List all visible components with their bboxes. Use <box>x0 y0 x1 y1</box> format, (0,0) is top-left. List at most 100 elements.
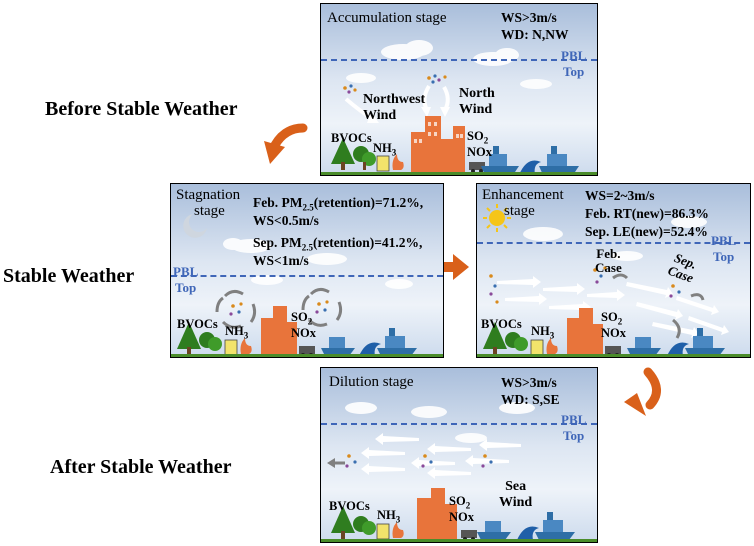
trees-icon <box>483 322 528 355</box>
ship-icon-2 <box>377 328 417 356</box>
accumulation-pbl-line <box>321 59 597 61</box>
so2-label: SO2 <box>449 494 471 511</box>
ground-line <box>171 354 443 357</box>
enhancement-scene <box>483 204 729 357</box>
curved-arrow-head-2 <box>624 393 646 416</box>
wind-arrows <box>497 276 729 338</box>
feb-case-swirl <box>612 273 629 280</box>
accumulation-wind-direction: WD: N,NW <box>501 27 569 42</box>
bvocs-label: BVOCs <box>177 317 218 331</box>
feb-case-label: Feb.Case <box>595 246 622 275</box>
stagnation-sep-retention: Sep. PM2.5(retention)=41.2%, <box>253 235 423 253</box>
bvocs-label: BVOCs <box>331 131 372 145</box>
ground-line <box>477 354 750 357</box>
so2-label: SO2 <box>291 310 313 327</box>
buildings-icon <box>567 308 603 356</box>
particles-icon <box>343 74 447 94</box>
nh3-label: NH3 <box>531 324 555 341</box>
fire-icon <box>392 154 404 170</box>
before-stable-weather-label: Before Stable Weather <box>45 98 238 120</box>
stagnation-sep-wind-speed: WS<1m/s <box>253 253 309 268</box>
dilution-stage-title: Dilution stage <box>329 374 414 390</box>
accumulation-scene <box>331 40 579 175</box>
dilution-wind-speed: WS>3m/s <box>501 375 557 390</box>
ground-line <box>321 172 597 175</box>
north-wind-arrow-2 <box>442 85 450 111</box>
circulating-air-left <box>215 289 257 329</box>
so2-label: SO2 <box>601 310 623 327</box>
trees-icon <box>331 506 376 539</box>
dilution-wind-direction: WD: S,SE <box>501 392 560 407</box>
after-stable-weather-label: After Stable Weather <box>50 456 232 478</box>
accumulation-wind-speed: WS>3m/s <box>501 10 557 25</box>
dilution-pbl-line <box>321 423 597 425</box>
trees-icon <box>331 138 376 170</box>
accumulation-stage-title: Accumulation stage <box>327 10 447 26</box>
curved-arrow-head-1 <box>264 141 285 164</box>
circulating-air-right <box>301 287 343 327</box>
cloud-icon <box>223 238 413 289</box>
wave-icon <box>667 342 689 356</box>
curved-arrow-accumulation-to-stagnation <box>270 123 308 150</box>
sun-icon <box>483 204 511 232</box>
ship-icon-2 <box>539 146 579 175</box>
wave-icon <box>519 160 541 175</box>
stagnation-feb-wind-speed: WS<0.5m/s <box>253 213 319 228</box>
cloud-icon <box>523 216 707 261</box>
ship-icon <box>477 521 511 540</box>
curved-arrow-enhancement-to-dilution <box>643 367 661 410</box>
nox-label: NOx <box>467 145 492 159</box>
particles-icon <box>229 300 329 316</box>
dilution-scene <box>327 402 575 541</box>
nh3-label: NH3 <box>225 324 249 341</box>
wave-icon <box>517 526 539 540</box>
cloud-icon <box>346 40 552 89</box>
stagnation-feb-retention: Feb. PM2.5(retention)=71.2%, <box>253 195 424 213</box>
buildings-icon <box>417 488 457 540</box>
stagnation-scene <box>177 214 417 357</box>
stable-weather-label: Stable Weather <box>3 265 135 287</box>
particles-icon <box>489 266 681 304</box>
moon-icon <box>183 214 207 238</box>
ground-line <box>321 539 597 542</box>
nox-label: NOx <box>601 326 626 340</box>
fire-icon <box>240 338 252 354</box>
bvocs-label: BVOCs <box>329 499 370 513</box>
wave-icon <box>359 342 381 356</box>
fire-icon <box>392 522 404 538</box>
nox-label: NOx <box>291 326 316 340</box>
fire-icon <box>546 338 558 354</box>
buildings-icon <box>411 116 465 172</box>
wind-arrows <box>361 433 521 479</box>
enhancement-sep-le: Sep. LE(new)=52.4% <box>585 224 708 239</box>
stagnation-pbl-line <box>171 275 443 277</box>
so2-label: SO2 <box>467 129 489 146</box>
nh3-label: NH3 <box>377 508 401 525</box>
bvocs-label: BVOCs <box>481 317 522 331</box>
cloud-icon <box>345 402 535 443</box>
ship-icon-2 <box>535 512 575 540</box>
vertical-mixing-arrow <box>672 318 681 339</box>
buildings-icon <box>261 306 297 356</box>
particles-icon <box>345 454 493 468</box>
fertilizer-bag-icon <box>376 155 390 172</box>
nh3-label: NH3 <box>373 141 397 158</box>
nox-label: NOx <box>449 510 474 524</box>
enhancement-pbl-line <box>477 242 750 244</box>
sep-case-swirl <box>690 293 705 301</box>
enhancement-wind-speed: WS=2~3m/s <box>585 188 655 203</box>
enhancement-feb-rt: Feb. RT(new)=86.3% <box>585 206 709 221</box>
